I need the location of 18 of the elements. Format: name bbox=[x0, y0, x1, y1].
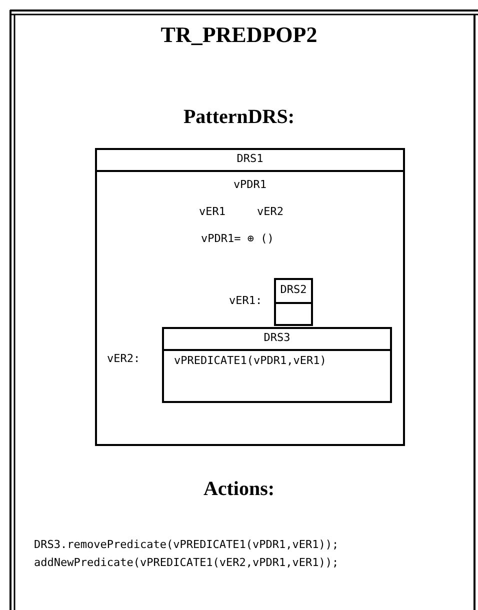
referent-label: vPDR1 bbox=[233, 178, 267, 191]
condition-text: vPDR1= ⊕ () bbox=[201, 232, 274, 246]
variable-label: vER1: bbox=[229, 294, 262, 308]
diagram-title: TR_PREDPOP2 bbox=[160, 22, 318, 47]
action-text: addNewPredicate(vPREDICATE1(vER2,vPDR1,vER1)); bbox=[34, 556, 339, 570]
referent-label: vER1 bbox=[199, 205, 226, 219]
drs-box bbox=[95, 148, 405, 446]
section-heading: Actions: bbox=[203, 478, 275, 500]
box-title: DRS2 bbox=[280, 283, 307, 296]
drs-box bbox=[162, 327, 392, 403]
box-title: DRS3 bbox=[264, 331, 290, 344]
variable-label: vER2: bbox=[107, 352, 140, 366]
section-heading: PatternDRS: bbox=[183, 106, 295, 128]
action-text: DRS3.removePredicate(vPREDICATE1(vPDR1,vER1)); bbox=[34, 538, 339, 552]
predicate-text: vPREDICATE1(vPDR1,vER1) bbox=[174, 354, 326, 368]
referent-label: vER2 bbox=[257, 205, 284, 219]
drs-box bbox=[274, 278, 313, 326]
box-title: DRS1 bbox=[236, 152, 264, 165]
